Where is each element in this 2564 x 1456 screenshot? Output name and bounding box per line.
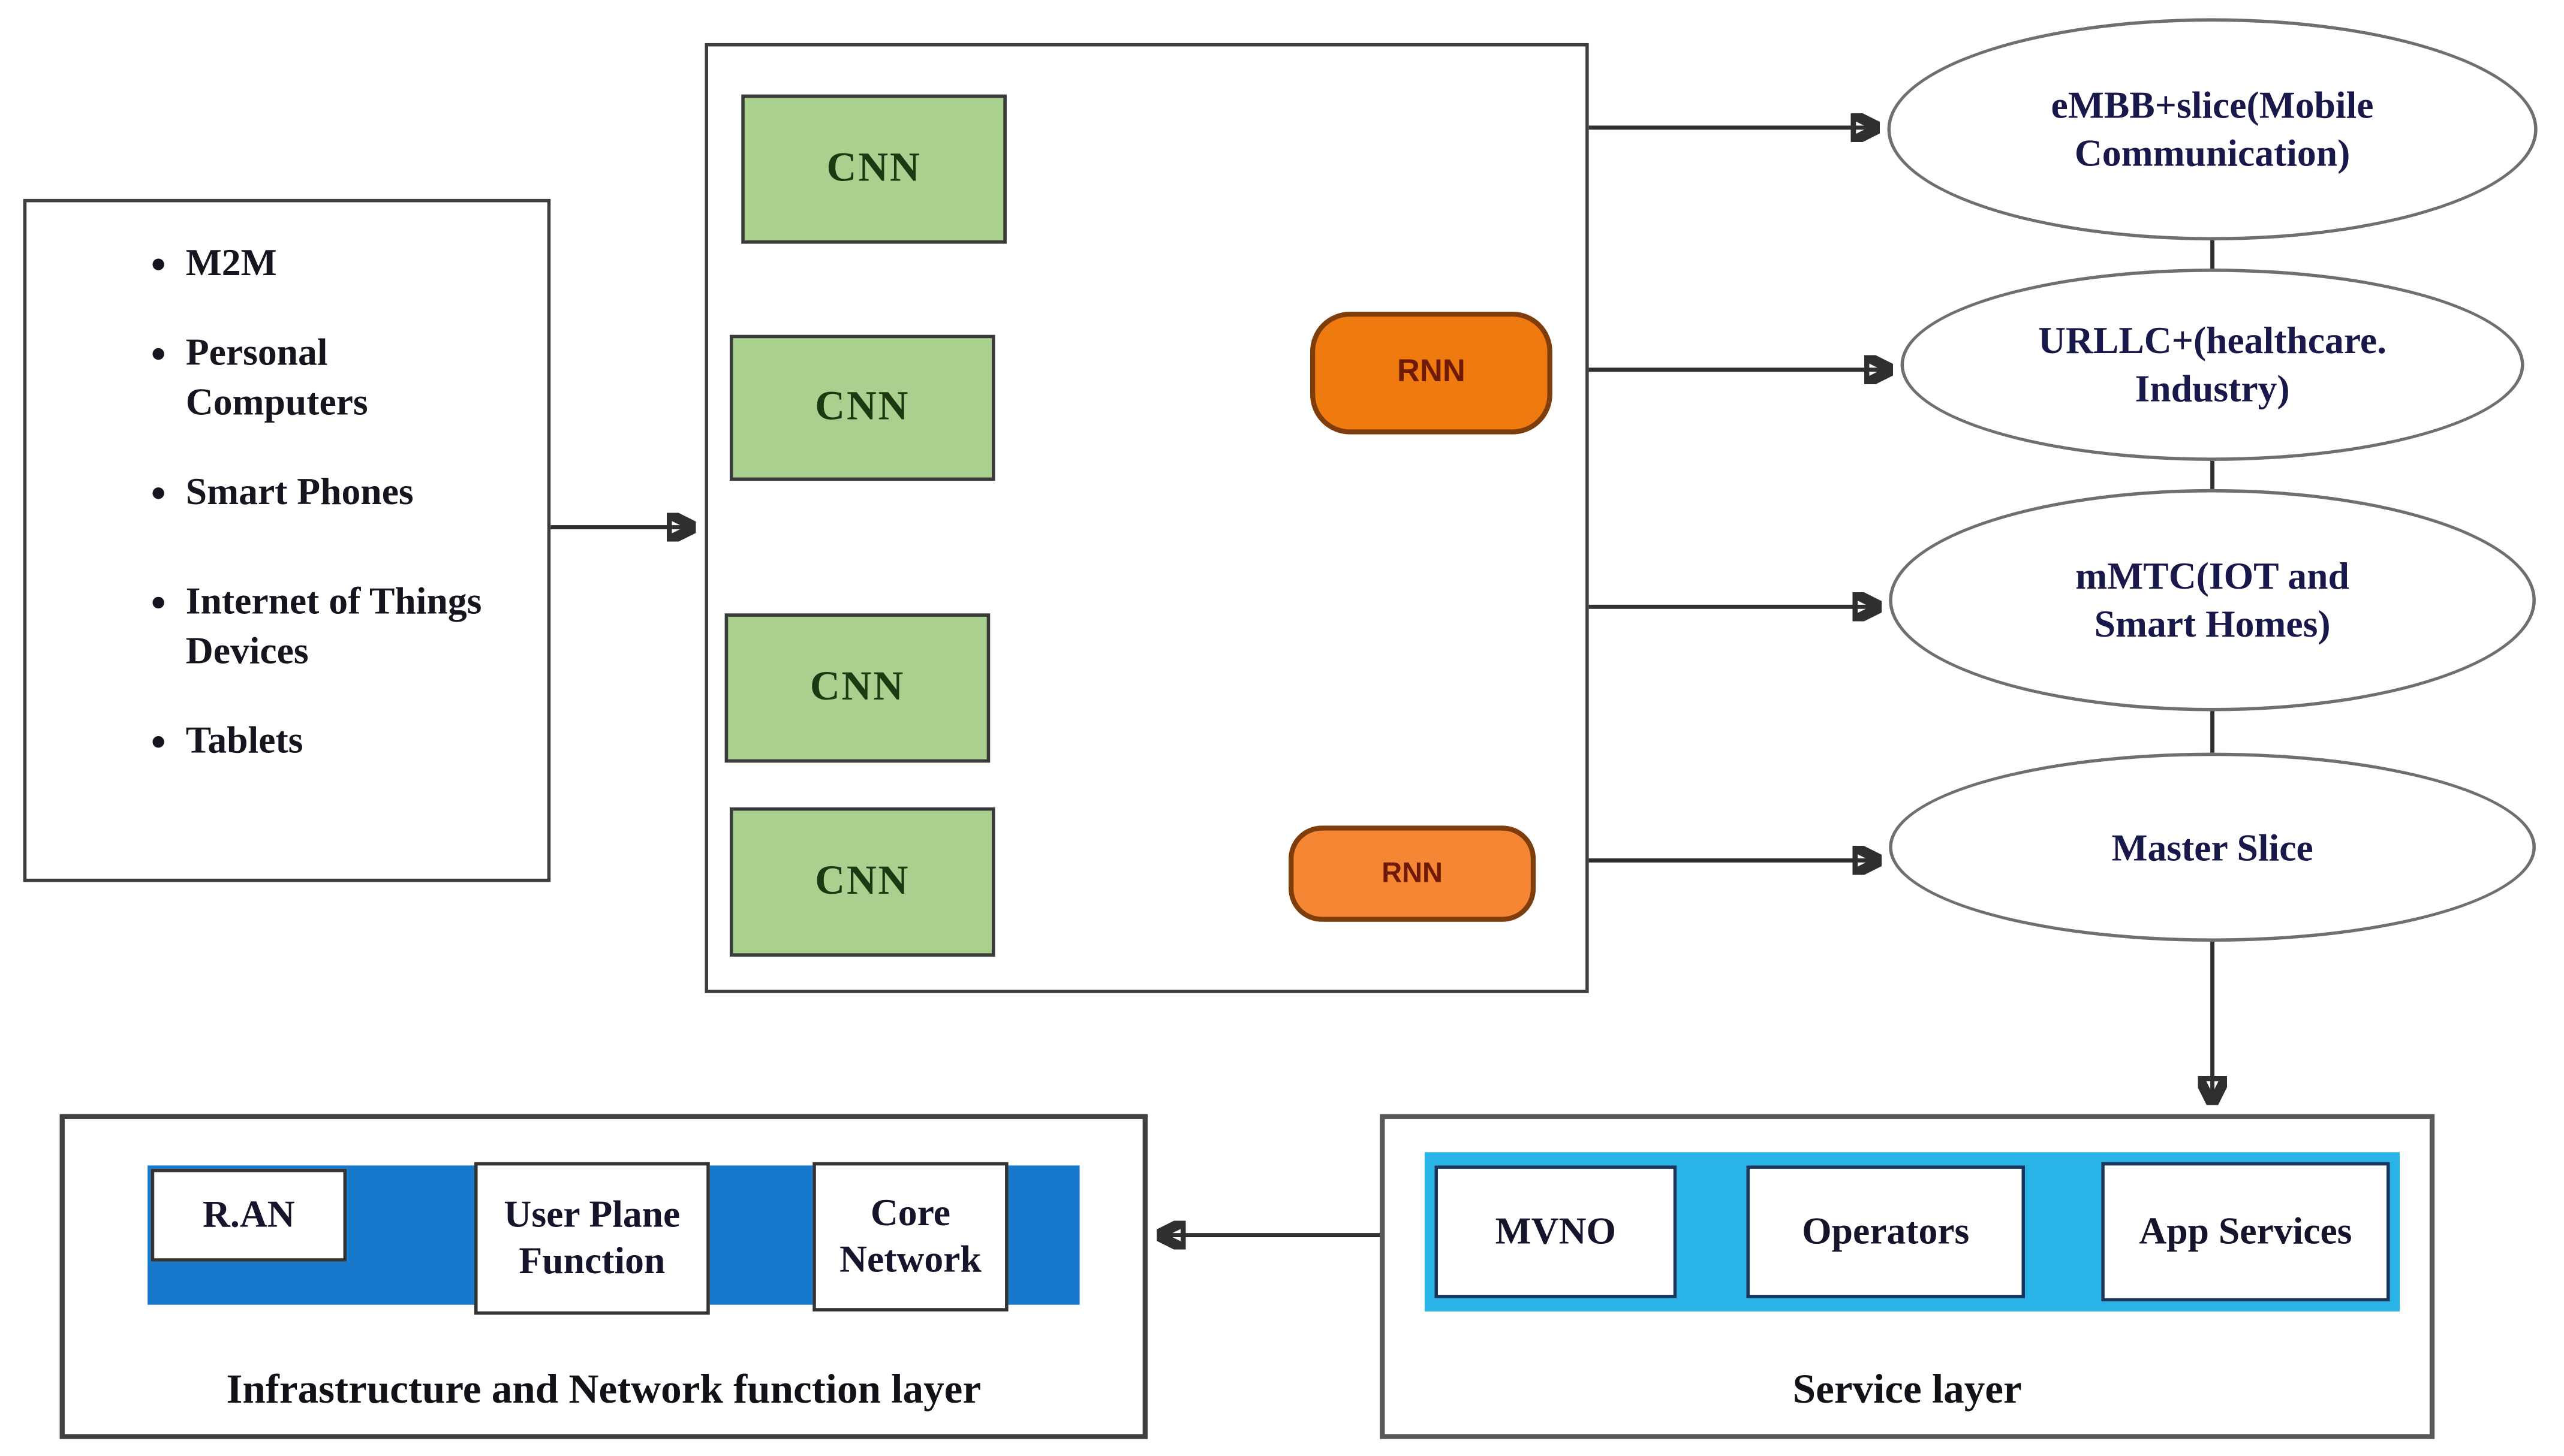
service-layer-box: MVNO Operators App Services Service laye… [1380,1114,2435,1439]
slice-label: eMBB+slice(Mobile Communication) [2051,85,2374,174]
infrastructure-layer-title: Infrastructure and Network function laye… [226,1367,982,1413]
list-item: M2M [186,239,484,288]
slice-ellipse-embb: eMBB+slice(Mobile Communication) [1887,18,2538,241]
slice-label: URLLC+(healthcare. Industry) [2038,319,2387,410]
ran-box: R.AN [151,1168,347,1262]
slice-label: Master Slice [2111,826,2313,868]
operators-box: Operators [1746,1165,2026,1298]
list-item: Personal Computers [186,328,484,428]
cnn-block-3: CNN [724,613,991,763]
service-layer-title: Service layer [1792,1367,2022,1413]
rnn-block-1: RNN [1310,311,1552,435]
cnn-block-2: CNN [729,334,995,481]
cnn-block-4: CNN [729,807,995,957]
list-item: Smart Phones [186,468,484,517]
infrastructure-layer-box: R.AN User Plane Function Core Network In… [59,1114,1148,1439]
list-item: Tablets [186,716,484,766]
user-plane-function-box: User Plane Function [474,1162,710,1315]
rnn-block-2: RNN [1289,825,1536,922]
slice-ellipse-urllc: URLLC+(healthcare. Industry) [1900,269,2524,461]
device-list-box: M2M Personal Computers Smart Phones Inte… [23,198,551,882]
device-list: M2M Personal Computers Smart Phones Inte… [26,202,547,765]
cnn-block-1: CNN [741,94,1007,244]
slice-ellipse-master: Master Slice [1889,752,2536,942]
mvno-box: MVNO [1434,1165,1677,1298]
list-item: Internet of Things Devices [186,577,484,676]
core-network-box: Core Network [812,1162,1009,1312]
slice-ellipse-mmtc: mMTC(IOT and Smart Homes) [1889,489,2536,712]
app-services-box: App Services [2101,1162,2390,1302]
slice-label: mMTC(IOT and Smart Homes) [2075,555,2349,645]
